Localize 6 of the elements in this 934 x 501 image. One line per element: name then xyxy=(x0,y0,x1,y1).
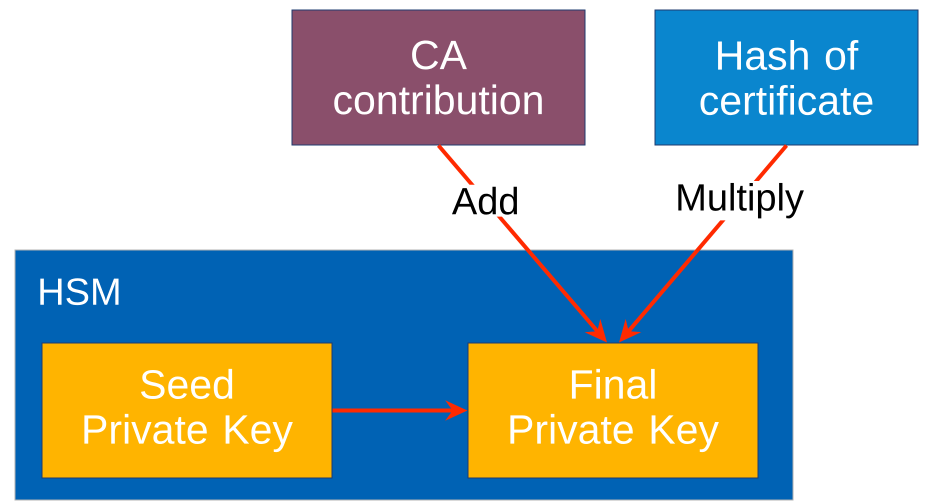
edge-label: Multiply xyxy=(673,180,806,220)
edge-label: Add xyxy=(450,184,522,217)
input-box: CA contribution xyxy=(292,10,586,146)
input-box: Hash of certificate xyxy=(654,10,918,146)
key-box: Final Private Key xyxy=(468,342,758,478)
key-box: Seed Private Key xyxy=(42,342,332,478)
